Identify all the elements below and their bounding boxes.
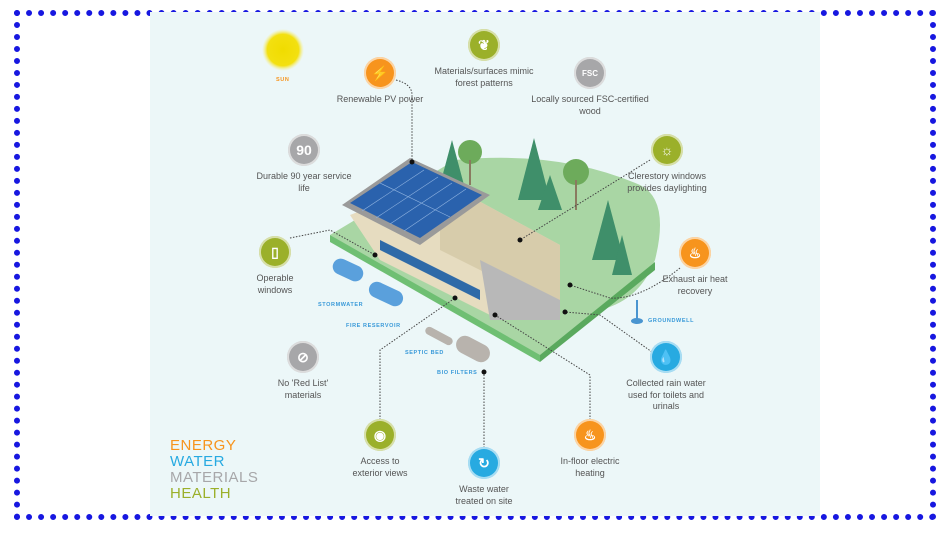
groundwell	[636, 300, 638, 320]
stormwater-tank	[332, 258, 404, 307]
legend-water: WATER	[170, 453, 225, 470]
legend-materials: MATERIALS	[170, 469, 259, 486]
ninety-cycle-icon: 90	[288, 134, 320, 166]
sun-burst-icon: ☼	[651, 134, 683, 166]
fire-reservoir-label: FIRE RESERVOIR	[346, 323, 401, 329]
leaf-icon: ❦	[468, 29, 500, 61]
feature-rain: 💧 Collected rain water used for toilets …	[616, 341, 716, 413]
feature-durable: 90 Durable 90 year service life	[254, 134, 354, 194]
feature-clerestory: ☼ Clerestory windows provides daylightin…	[617, 134, 717, 194]
groundwell-label: GROUNDWELL	[648, 318, 695, 324]
feature-views: ◉ Access to exterior views	[345, 419, 415, 479]
feature-redlist: ⊘ No 'Red List' materials	[268, 341, 338, 401]
toilet-drop-icon: 💧	[650, 341, 682, 373]
feature-fsc: FSC Locally sourced FSC-certified wood	[525, 57, 655, 117]
floor-heat-icon: ♨	[574, 419, 606, 451]
lightning-icon: ⚡	[364, 57, 396, 89]
legend-health: HEALTH	[170, 485, 232, 502]
bio-filters-label: BIO FILTERS	[437, 370, 478, 376]
feature-forest: ❦ Materials/surfaces mimic forest patter…	[434, 29, 534, 89]
legend-energy: ENERGY	[170, 437, 237, 454]
feature-pv: ⚡ Renewable PV power	[315, 57, 445, 106]
leader-lines	[289, 79, 681, 448]
stormwater-label: STORMWATER	[318, 302, 364, 308]
sun-icon	[262, 29, 304, 71]
feature-heating: ♨ In-floor electric heating	[555, 419, 625, 479]
heat-recovery-icon: ♨	[679, 237, 711, 269]
no-chemicals-icon: ⊘	[287, 341, 319, 373]
trees	[440, 138, 632, 275]
feature-waste: ↻ Waste water treated on site	[449, 447, 519, 507]
window-icon: ▯	[259, 236, 291, 268]
fsc-tree-icon: FSC	[574, 57, 606, 89]
feature-exhaust: ♨ Exhaust air heat recovery	[655, 237, 735, 297]
septic-bed	[425, 326, 490, 363]
water-cycle-icon: ↻	[468, 447, 500, 479]
sun-label: SUN	[276, 77, 290, 83]
eye-icon: ◉	[364, 419, 396, 451]
legend: ENERGY WATER MATERIALS HEALTH	[170, 438, 258, 502]
feature-windows: ▯ Operable windows	[210, 236, 340, 296]
septic-bed-label: SEPTIC BED	[405, 350, 445, 356]
